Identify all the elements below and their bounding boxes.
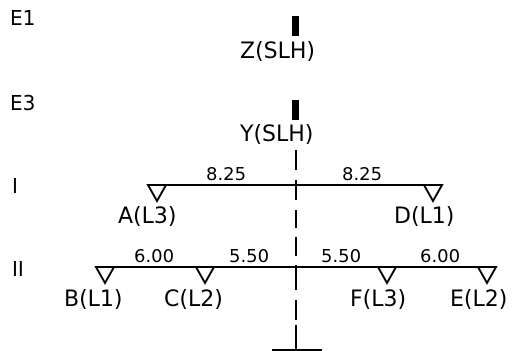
node-y: Y(SLH) — [239, 122, 313, 147]
support-e-triangle — [476, 266, 498, 286]
dimension-level-ii-inner-left: 5.50 — [229, 246, 269, 267]
node-d: D(L1) — [394, 204, 454, 229]
support-a-triangle — [146, 184, 168, 204]
support-b-triangle — [94, 266, 116, 286]
node-a: A(L3) — [118, 204, 176, 229]
dimension-level-ii-outer-right: 6.00 — [420, 246, 460, 267]
level-label-i: I — [12, 174, 18, 198]
support-d-triangle — [422, 184, 444, 204]
level-label-e1: E1 — [10, 6, 35, 30]
dimension-level-ii-outer-left: 6.00 — [134, 246, 174, 267]
support-c-triangle — [194, 266, 216, 286]
dimension-level-ii-inner-right: 5.50 — [321, 246, 361, 267]
node-e: E(L2) — [450, 287, 507, 312]
dimension-level-i-right: 8.25 — [342, 164, 382, 185]
node-z: Z(SLH) — [240, 39, 315, 64]
level-label-e3: E3 — [10, 91, 35, 115]
z-support-marker — [292, 16, 299, 36]
support-f-triangle — [376, 266, 398, 286]
node-f: F(L3) — [350, 287, 406, 312]
node-c: C(L2) — [164, 287, 223, 312]
node-b: B(L1) — [64, 287, 123, 312]
level-label-ii: II — [12, 257, 24, 281]
dimension-level-i-left: 8.25 — [206, 164, 246, 185]
y-support-marker — [292, 100, 299, 120]
